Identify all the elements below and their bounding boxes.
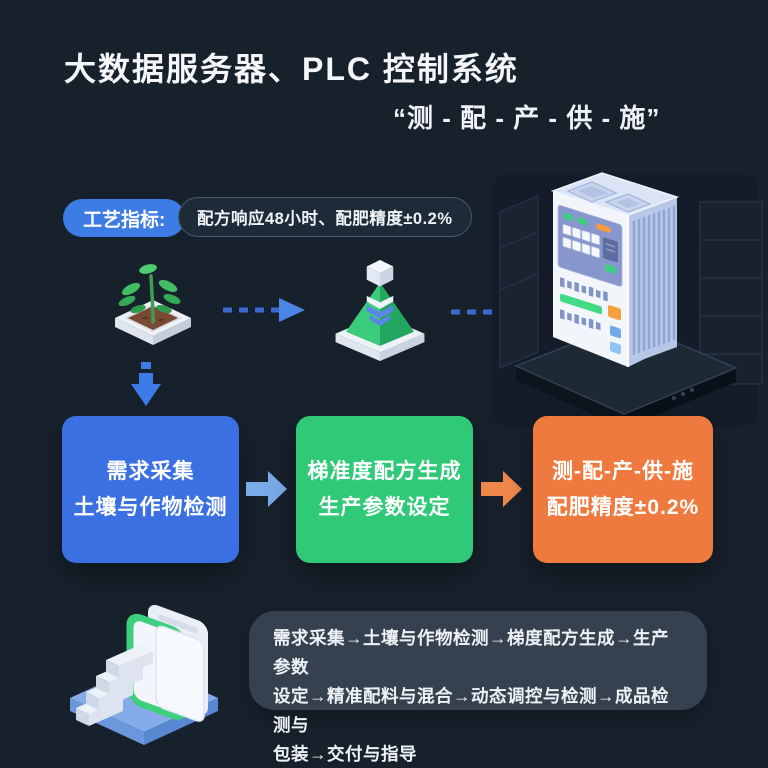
summary-flow-text: 需求采集→土壤与作物检测→梯度配方生成→生产参数 设定→精准配料与混合→动态调控… (273, 628, 669, 764)
down-flow-arrow-icon (131, 362, 161, 406)
flow-box-result-line1: 测-配-产-供-施 (552, 459, 694, 483)
page-title: 大数据服务器、PLC 控制系统 (64, 51, 519, 87)
right-arrow-orange-icon (481, 471, 522, 507)
summary-panel: 需求采集→土壤与作物检测→梯度配方生成→生产参数 设定→精准配料与混合→动态调控… (249, 611, 707, 764)
flow-box-demand-line1: 需求采集 (106, 459, 195, 483)
flow-box-demand-line2: 土壤与作物检测 (73, 495, 228, 519)
flow-box-demand: 需求采集 土壤与作物检测 (62, 416, 239, 563)
dashed-flow-arrow-icon (223, 298, 305, 322)
page-subtitle: “测 - 配 - 产 - 供 - 施” (393, 103, 661, 133)
plant-pot-icon (115, 264, 191, 345)
steps-panels-icon (70, 604, 218, 745)
flow-box-formula-line2: 生产参数设定 (318, 495, 451, 519)
process-indicator-value: 配方响应48小时、配肥精度±0.2% (178, 197, 472, 237)
flow-box-formula-line1: 梯准度配方生成 (307, 459, 462, 483)
right-arrow-blue-icon (246, 471, 287, 507)
flow-box-formula: 梯准度配方生成 生产参数设定 (296, 416, 473, 563)
process-indicator-badge: 工艺指标: (63, 199, 186, 237)
flow-box-result-line2: 配肥精度±0.2% (546, 495, 700, 519)
flow-box-result: 测-配-产-供-施 配肥精度±0.2% (533, 416, 713, 563)
plc-server-icon (492, 172, 763, 428)
blend-pyramid-icon (335, 259, 425, 362)
